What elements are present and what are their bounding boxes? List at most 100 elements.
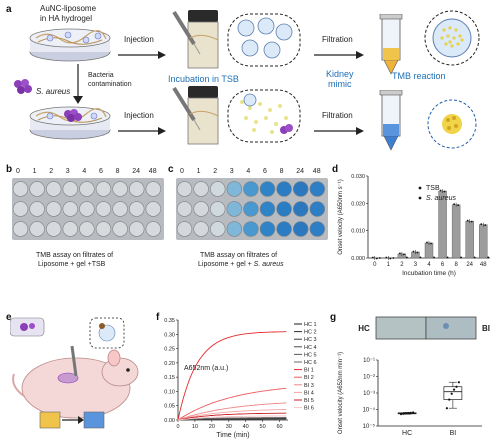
filter-tube-top <box>372 13 412 76</box>
plate-column-label: 8 <box>115 168 120 175</box>
plate-column-label: 24 <box>132 168 140 175</box>
plate-b-caption-line2: Liposome + gel +TSB <box>38 261 106 268</box>
y-tick-label: 0.15 <box>164 375 175 381</box>
plate-c-caption-line2: Liposome + gel + S. aureus <box>198 261 284 268</box>
well <box>259 181 276 197</box>
x-tick-label: 4 <box>427 262 431 268</box>
filtrate-zoom-circle-bottom <box>414 96 484 152</box>
well <box>45 201 62 217</box>
legend-s-aureus: S. aureus <box>426 195 456 202</box>
point-s-aureus <box>470 220 473 223</box>
liposome-title-line2: in HA hydrogel <box>40 14 93 23</box>
y-tick-label: 0.20 <box>164 361 175 367</box>
bar-s-aureus <box>451 204 461 259</box>
well <box>276 221 292 237</box>
x-tick-label: 2 <box>400 262 404 268</box>
point-tsb <box>392 257 395 259</box>
down-arrow-icon <box>72 64 84 104</box>
x-tick-label: 6 <box>441 262 445 268</box>
point-s-aureus <box>466 219 469 222</box>
point-s-aureus <box>484 224 487 227</box>
well <box>12 201 29 217</box>
legend-label: BI 4 <box>304 390 314 396</box>
well <box>29 201 45 217</box>
legend-label: HC 1 <box>304 322 317 328</box>
tmb-reaction-label: TMB reaction <box>392 71 446 81</box>
well <box>128 221 145 237</box>
well <box>276 201 292 217</box>
well <box>45 221 62 237</box>
contamination-line2: contamination <box>88 81 132 88</box>
well <box>226 201 242 217</box>
y-tick-label: 0.30 <box>164 332 175 338</box>
point-tsb <box>378 257 381 259</box>
plate-column-label: 48 <box>148 168 157 175</box>
well <box>12 181 29 197</box>
well <box>29 221 45 237</box>
x-tick-label: 1 <box>387 262 391 268</box>
y-tick-label: 0.010 <box>351 229 365 235</box>
y-axis-title: Onset velocity (A652nm min⁻¹) <box>338 352 344 434</box>
arrow-right-icon <box>314 122 364 135</box>
y-tick-label: 0.00 <box>164 418 175 424</box>
x-tick-label: 24 <box>466 262 473 268</box>
well <box>226 181 242 197</box>
filter-tube-bottom <box>372 89 412 152</box>
plate-column-label: 6 <box>263 168 267 175</box>
point-s-aureus <box>457 204 460 207</box>
legend-label: BI 3 <box>304 383 314 389</box>
y-tick-label: 10⁻¹ <box>363 358 375 364</box>
point-s-aureus <box>426 241 428 244</box>
bacteria-cluster-icon <box>12 78 34 96</box>
legend-label: BI 2 <box>304 375 314 381</box>
step-filtration-bottom: Filtration <box>322 111 353 120</box>
x-tick-label: 8 <box>454 262 458 268</box>
x-axis-title: Incubation time (h) <box>402 270 456 277</box>
arrow-right-icon <box>118 122 166 135</box>
legend-marker-s-aureus <box>418 196 422 200</box>
hydrogel-dish-top <box>28 26 112 62</box>
well <box>62 221 78 237</box>
bar-s-aureus <box>424 242 434 259</box>
plate-column-label: 8 <box>279 168 284 175</box>
y-tick-label: 10⁻⁴ <box>363 407 376 414</box>
strip-label-hc: HC <box>358 324 370 333</box>
well <box>176 181 193 197</box>
series-line <box>177 415 287 421</box>
point-s-aureus <box>375 257 378 260</box>
x-axis-title: Time (min) <box>216 432 249 439</box>
well <box>243 221 259 237</box>
panel-label-c: c <box>168 164 174 175</box>
x-tick-label: 48 <box>480 262 487 268</box>
well <box>209 181 226 197</box>
vial-syringe-top <box>168 8 228 70</box>
data-point <box>404 412 408 415</box>
legend-tsb: TSB <box>426 185 440 192</box>
well <box>112 221 128 237</box>
y-tick-label: 0.020 <box>351 201 365 207</box>
plate-column-label: 2 <box>213 168 218 175</box>
point-tsb <box>473 256 476 259</box>
well <box>79 221 95 237</box>
x-tick-label: 10 <box>192 424 198 430</box>
plate-column-label: 48 <box>312 168 321 175</box>
series-line <box>177 412 287 421</box>
well <box>209 201 226 217</box>
series-line <box>177 409 287 421</box>
well <box>193 201 209 217</box>
y-tick-label: 0.030 <box>351 174 365 180</box>
well <box>309 201 326 217</box>
x-tick-label: 0 <box>176 424 179 430</box>
kidney-mimic-line2: mimic <box>328 79 352 89</box>
strip-label-bi: BI <box>482 324 490 333</box>
point-s-aureus <box>480 223 483 226</box>
plate-column-label: 4 <box>246 168 251 175</box>
data-point <box>407 412 410 415</box>
data-point <box>452 388 456 391</box>
well <box>128 181 145 197</box>
plate-column-label: 0 <box>180 168 184 175</box>
well <box>12 221 29 237</box>
point-s-aureus <box>453 203 456 206</box>
y-tick-label: 0.35 <box>164 318 175 324</box>
well <box>176 221 193 237</box>
